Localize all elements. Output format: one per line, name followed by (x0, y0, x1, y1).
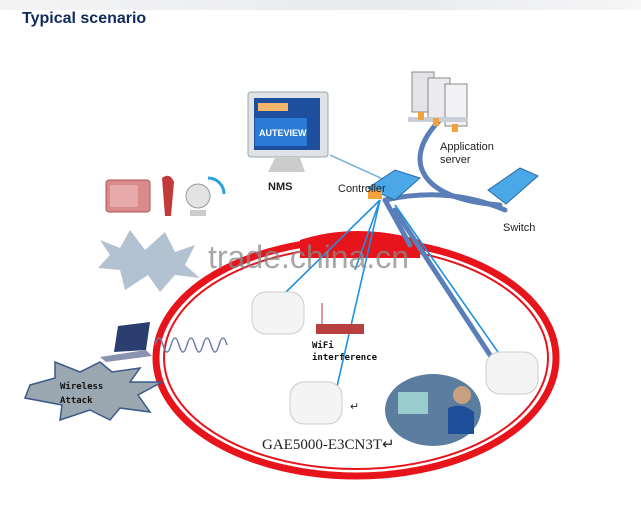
access-point-icon (251, 291, 305, 335)
controller-icon (366, 169, 421, 201)
headset-icon (162, 175, 174, 216)
app-server-label-2: server (440, 154, 471, 166)
ap-model-label: GAE5000-E3CN3T↵ (262, 437, 395, 453)
backbone-links (382, 117, 508, 358)
wireless-attack-label: Wireless (60, 381, 103, 392)
page-title: Typical scenario (22, 10, 147, 27)
ap-links (284, 154, 513, 396)
wireless-attack-burst (23, 360, 163, 422)
header-band (0, 0, 641, 10)
signal-wave-icon (154, 337, 228, 353)
nms-monitor-icon (247, 91, 329, 172)
wireless-attack-label-2: Attack (60, 396, 93, 406)
controller-label: Controller (338, 183, 386, 195)
access-point-icon (289, 381, 343, 425)
wlan-coverage-ring (152, 231, 560, 480)
laptop-icon (100, 322, 152, 362)
nms-screen-label: AUTEVIEW (259, 128, 307, 138)
switch-icon (487, 167, 539, 205)
satellite-dish-icon (185, 176, 226, 216)
wifi-router-icon (316, 303, 364, 334)
app-server-label: Application (440, 141, 494, 153)
return-mark: ↵ (350, 401, 359, 413)
wifi-interference-label-2: interference (312, 352, 378, 363)
application-server-icon (408, 71, 468, 132)
nms-label: NMS (268, 181, 292, 193)
microwave-icon (105, 179, 151, 213)
switch-label: Switch (503, 222, 535, 234)
interference-burst-icon (98, 230, 200, 292)
access-point-icon (485, 351, 539, 395)
video-conference-photo (385, 374, 481, 446)
watermark: trade.china.cn (208, 239, 409, 275)
wifi-interference-label: WiFi (312, 340, 334, 351)
